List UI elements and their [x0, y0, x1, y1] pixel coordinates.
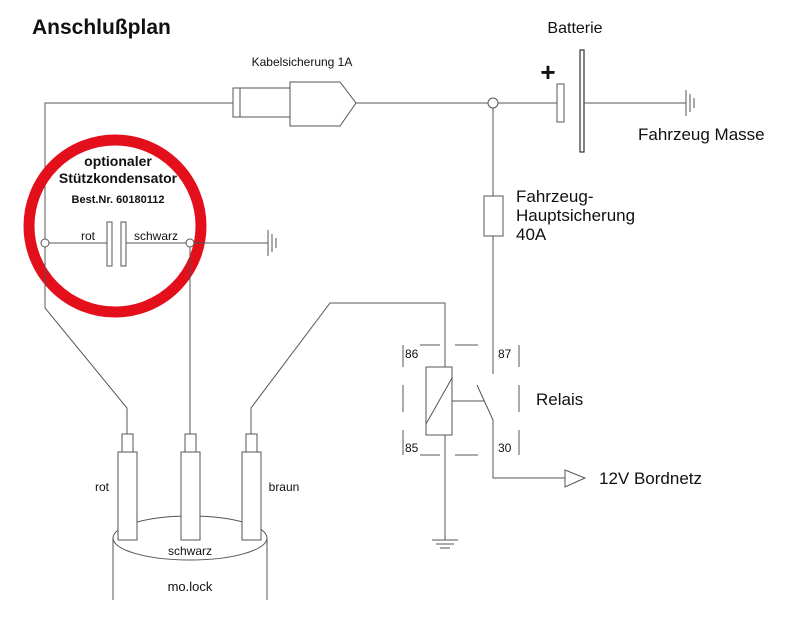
- relay-ground-symbol: [432, 539, 458, 549]
- relay-pin-85: 85: [405, 441, 419, 455]
- device-name: mo.lock: [168, 579, 213, 594]
- capacitor-ground-symbol: [267, 230, 277, 256]
- relay-frame: [402, 344, 520, 456]
- relay-label: Relais: [536, 390, 583, 409]
- junction-node: [487, 97, 499, 109]
- device-wires: [44, 247, 446, 434]
- battery-symbol: [498, 49, 686, 153]
- capacitor-wire-black-label: schwarz: [134, 229, 178, 243]
- top-wire: [44, 102, 493, 305]
- capacitor-order-number: Best.Nr. 60180112: [72, 194, 165, 206]
- main-fuse-label-line2: Hauptsicherung: [516, 206, 635, 225]
- battery-label: Batterie: [547, 20, 602, 37]
- inline-fuse-holder: [232, 81, 357, 127]
- output-label: 12V Bordnetz: [599, 469, 702, 488]
- vehicle-ground-symbol: [685, 90, 695, 116]
- capacitor-title-line2: Stützkondensator: [59, 170, 178, 186]
- main-fuse-symbol: [483, 195, 504, 237]
- device-wire-red-label: rot: [95, 480, 110, 494]
- device-pin-red: [117, 433, 138, 541]
- main-fuse-label-line3: 40A: [516, 225, 547, 244]
- device-wire-brown-label: braun: [269, 480, 300, 494]
- capacitor-title-line1: optionaler: [84, 153, 152, 169]
- relay-pin-30: 30: [498, 441, 512, 455]
- ground-label: Fahrzeug Masse: [638, 125, 765, 144]
- device-pin-black: [180, 433, 201, 541]
- main-fuse-label-line1: Fahrzeug-: [516, 187, 593, 206]
- battery-plus-sign: +: [540, 57, 555, 87]
- device-wire-black-label: schwarz: [168, 544, 212, 558]
- relay-pin-86: 86: [405, 347, 419, 361]
- relay-pin-87: 87: [498, 347, 512, 361]
- inline-fuse-label: Kabelsicherung 1A: [252, 55, 353, 69]
- relay-switch-contact: [452, 352, 565, 479]
- diagram-title: Anschlußplan: [32, 16, 171, 39]
- output-arrow-icon: [564, 469, 587, 488]
- relay-coil: [425, 352, 453, 540]
- capacitor-wire-red-label: rot: [81, 229, 96, 243]
- device-pin-brown: [241, 433, 262, 541]
- capacitor-highlight-ring: [23, 134, 207, 318]
